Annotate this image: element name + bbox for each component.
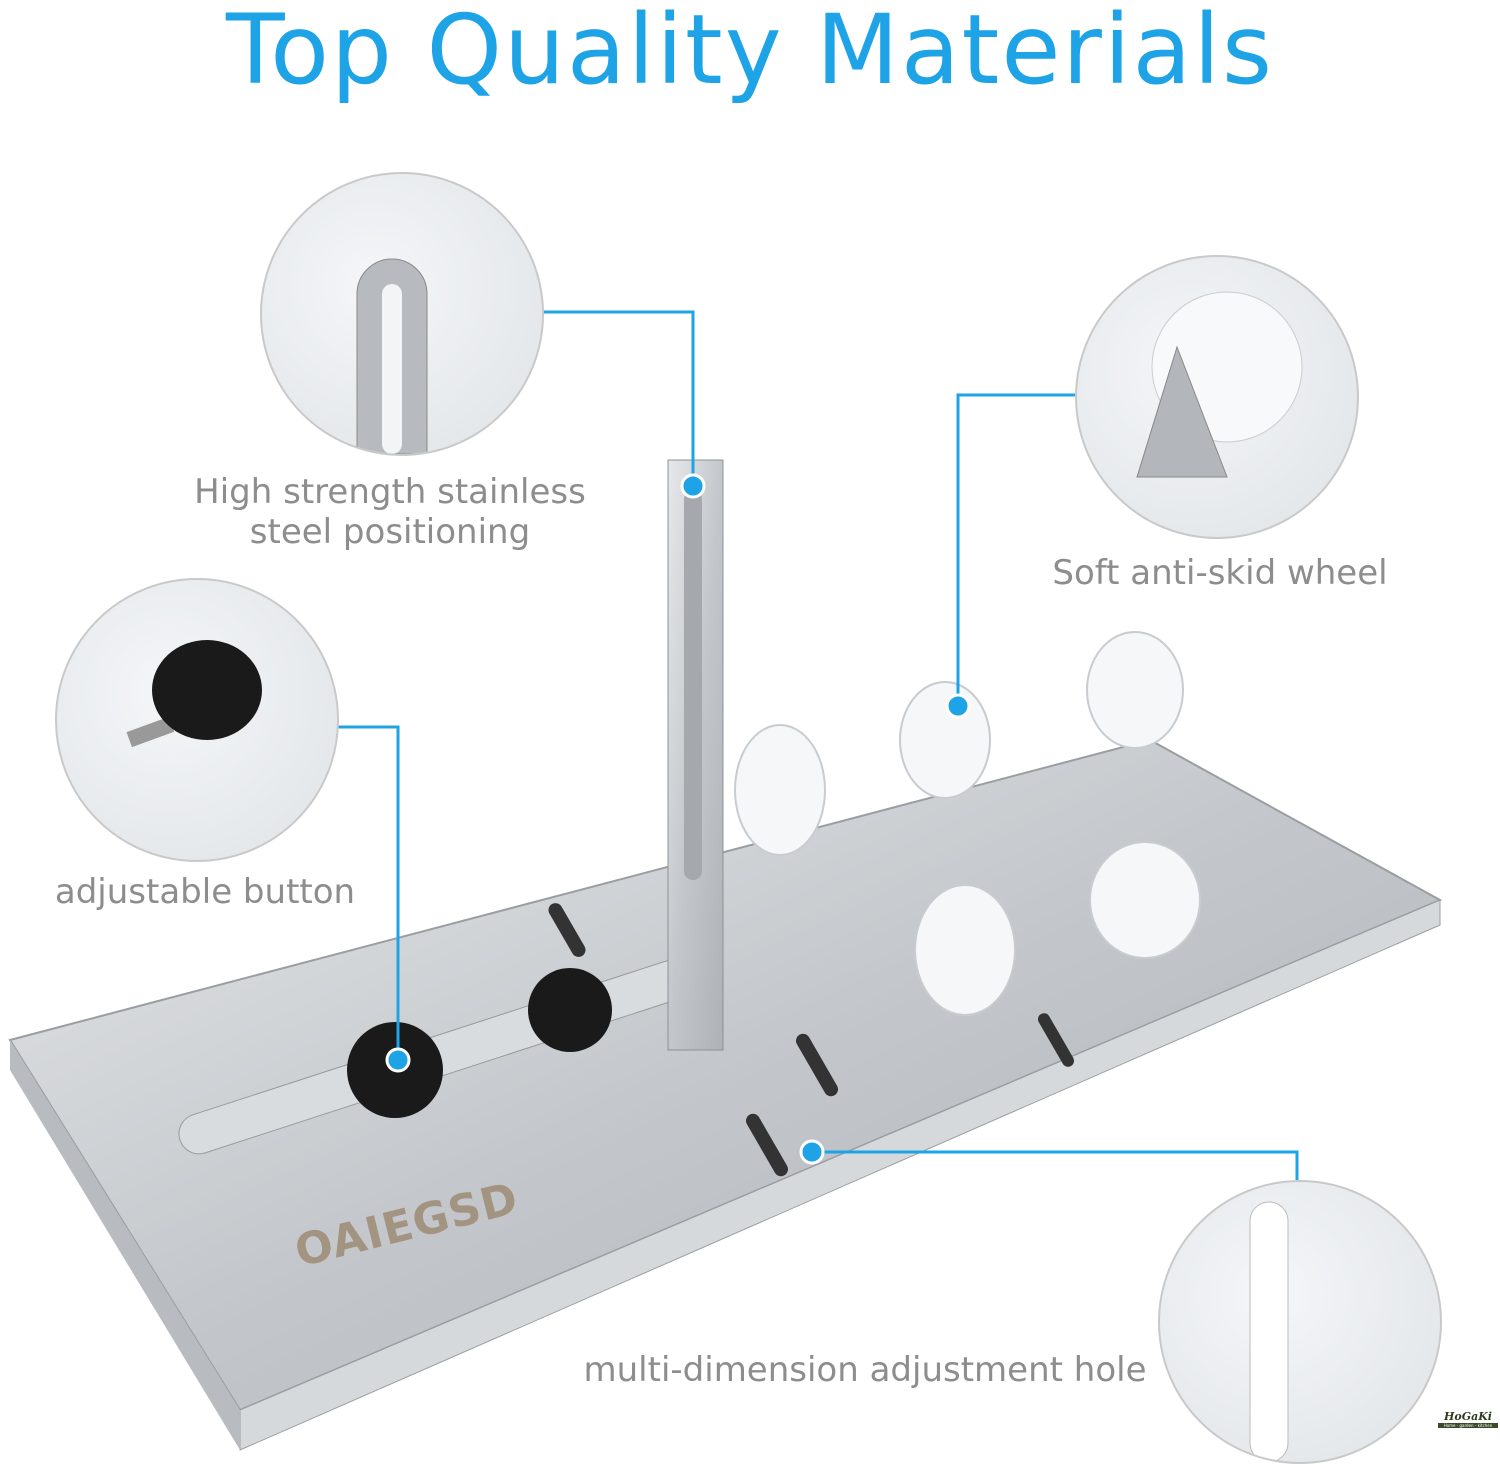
watermark-name: HoGaKi [1444, 1410, 1492, 1423]
watermark-logo: HoGaKi Home - garden - kitchen [1438, 1410, 1498, 1428]
label-line: High strength stainless [194, 472, 586, 512]
label-line: steel positioning [249, 512, 531, 552]
page-title: Top Quality Materials [225, 0, 1275, 106]
callout-lines [333, 310, 1299, 1180]
knob [528, 968, 612, 1052]
wheel-icon [1136, 291, 1303, 478]
callout-label-hole: multi-dimension adjustment hole [583, 1350, 1147, 1390]
adjustment-hole-detail [1158, 1180, 1442, 1464]
callout-label-steel: High strength stainless steel positionin… [180, 472, 600, 552]
callout-label-wheel: Soft anti-skid wheel [1052, 553, 1388, 593]
knob-detail [55, 578, 339, 862]
wheel-detail [1075, 255, 1359, 539]
wheel [734, 631, 1201, 1016]
watermark-tagline: Home - garden - kitchen [1438, 1423, 1498, 1428]
adjustment-hole-icon [1249, 1201, 1289, 1462]
callout-label-knob: adjustable button [54, 872, 356, 912]
steel-bracket-icon [356, 258, 428, 454]
knob-icon [126, 640, 262, 748]
steel-bracket-detail [260, 172, 544, 456]
